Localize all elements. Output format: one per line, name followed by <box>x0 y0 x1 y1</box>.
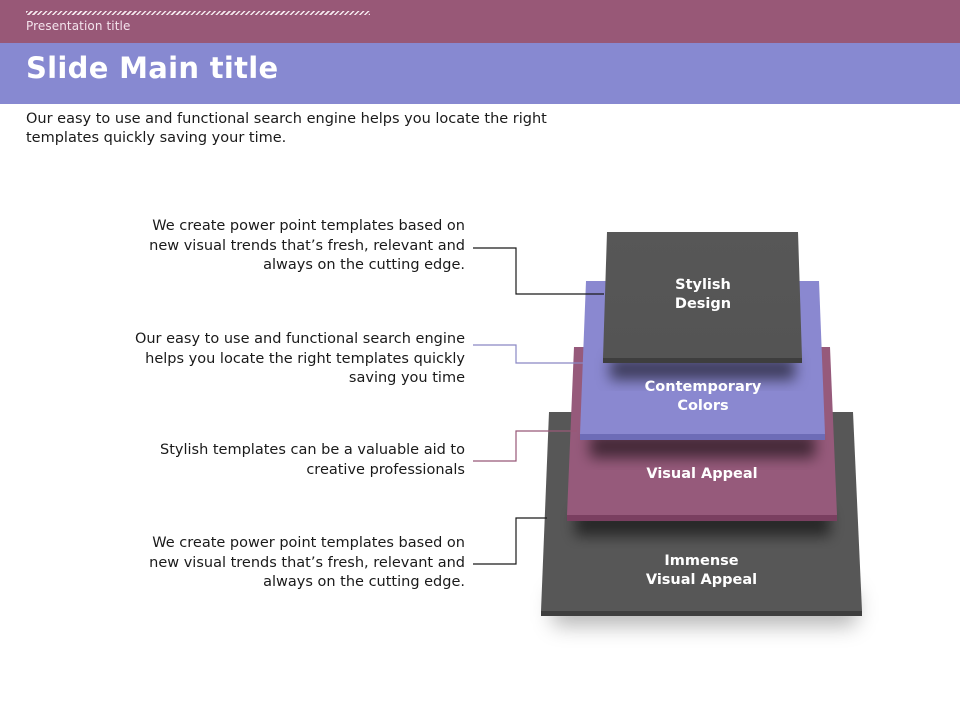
description-line: always on the cutting edge. <box>263 257 465 273</box>
description-line: new visual trends that’s fresh, relevant… <box>149 554 465 571</box>
description-line: Our easy to use and functional search en… <box>134 331 465 347</box>
description-1: We create power point templates based on… <box>149 217 465 276</box>
description-line: We create power point templates based on <box>152 535 465 551</box>
description-4: We create power point templates based on… <box>149 534 465 593</box>
layer-label-line: Design <box>674 296 732 312</box>
description-line: always on the cutting edge. <box>263 574 465 590</box>
layer-4-label: Immense Visual Appeal <box>541 546 862 596</box>
description-2: Our easy to use and functional search en… <box>135 330 465 389</box>
layer-1-label: Stylish Design <box>603 270 803 320</box>
hatch-decoration <box>26 11 370 15</box>
connector-1 <box>473 247 604 295</box>
header-band: Presentation title <box>0 0 960 43</box>
layer-2-label: Contemporary Colors <box>583 372 823 422</box>
slide-subtitle: Our easy to use and functional search en… <box>26 111 547 146</box>
layer-3-edge <box>567 515 837 521</box>
connector-3 <box>473 430 577 462</box>
layer-2-edge <box>580 434 825 440</box>
layer-label-line: Contemporary <box>644 378 762 395</box>
description-line: creative professionals <box>306 461 465 478</box>
presentation-title: Presentation title <box>26 19 131 33</box>
description-line: saving you time <box>348 370 465 386</box>
layer-1-face <box>603 232 802 358</box>
description-line: new visual trends that’s fresh, relevant… <box>149 237 465 254</box>
layer-label-line: Visual Appeal <box>645 572 758 588</box>
description-line: We create power point templates based on <box>152 218 465 234</box>
description-3: Stylish templates can be a valuable aid … <box>160 441 465 480</box>
layer-label-line: Stylish <box>675 276 731 293</box>
title-band: Slide Main title <box>0 43 960 104</box>
layer-3-label: Visual Appeal <box>567 462 837 488</box>
connector-4 <box>473 517 547 565</box>
layer-label-line: Colors <box>677 398 729 414</box>
layer-1-shadow <box>610 358 795 380</box>
description-line: Stylish templates can be a valuable aid … <box>159 442 465 458</box>
description-line: helps you locate the right templates qui… <box>145 350 465 367</box>
slide-main-title: Slide Main title <box>26 51 279 85</box>
layer-label-line: Immense <box>664 552 739 569</box>
connector-2 <box>473 344 583 364</box>
layer-label-line: Visual Appeal <box>646 466 758 483</box>
layer-1-edge <box>603 358 802 363</box>
layer-4-edge <box>541 611 862 616</box>
